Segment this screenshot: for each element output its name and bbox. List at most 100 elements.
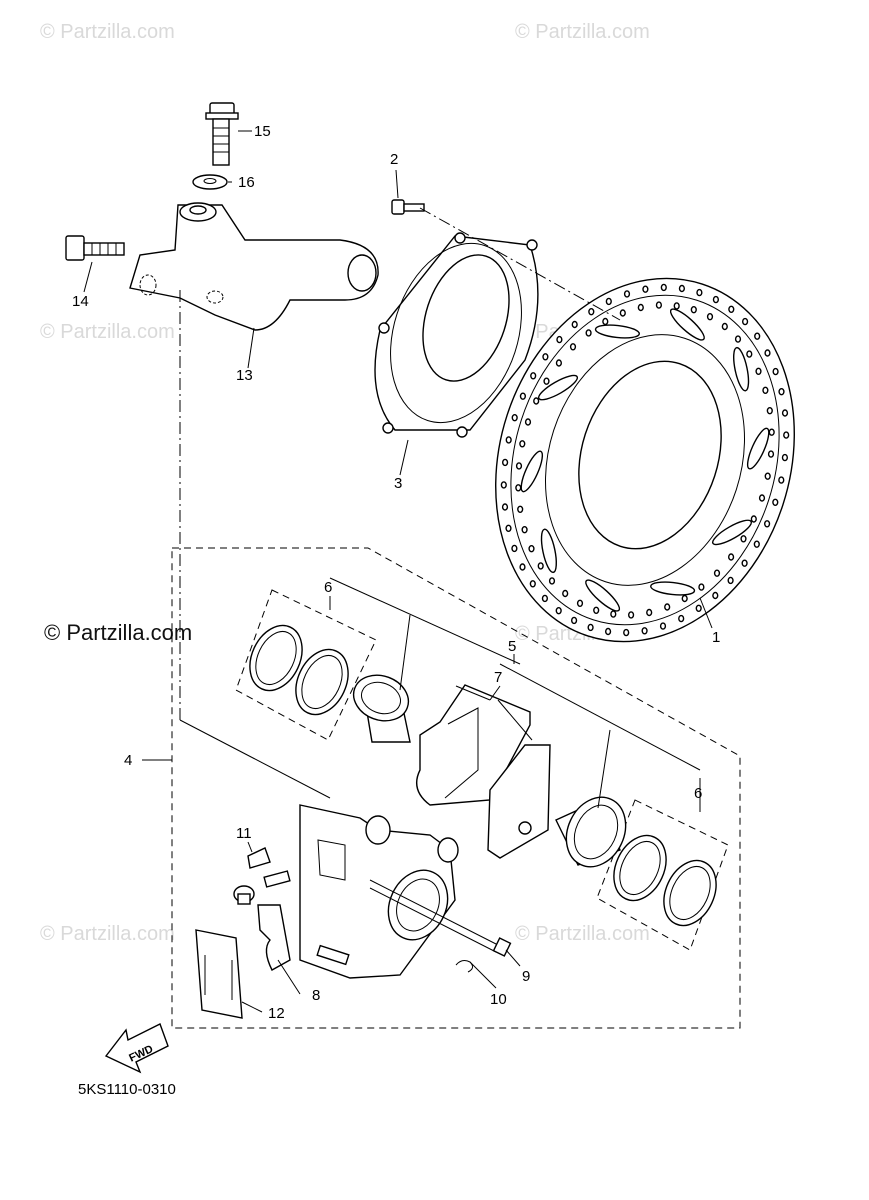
callout-3: 3 <box>394 475 402 492</box>
bleed-screw <box>233 847 291 905</box>
disc-hole <box>530 372 537 380</box>
disc-hole <box>623 290 631 298</box>
pad-pin <box>369 879 512 957</box>
disc-hole <box>542 353 549 361</box>
watermark-top-right: © Partzilla.com <box>515 21 650 43</box>
callout-9: 9 <box>522 968 530 985</box>
disc-hole <box>781 409 789 417</box>
disc-hole <box>673 302 680 310</box>
disc-hole <box>758 494 766 502</box>
pad-spring <box>257 904 291 971</box>
callout-6-lower: 6 <box>694 785 702 802</box>
disc-hole <box>627 611 635 619</box>
disc-slot <box>585 579 621 612</box>
disc-hole <box>766 407 773 415</box>
disc-hole <box>741 317 749 326</box>
disc-hole <box>500 481 507 489</box>
seal-rings-lower <box>613 834 717 927</box>
disc-hole <box>712 295 720 304</box>
disc-hole <box>588 308 595 316</box>
disc-hole <box>623 628 630 637</box>
disc-hole <box>637 303 644 312</box>
disc-slots <box>520 308 770 612</box>
disc-hole <box>764 349 771 357</box>
disc-hole <box>746 350 753 358</box>
disc-hole <box>519 440 526 448</box>
disc-hole <box>763 520 771 528</box>
washer-16 <box>192 174 228 190</box>
callout-10: 10 <box>490 991 507 1008</box>
pad-shim <box>195 929 243 1019</box>
disc-hole <box>524 418 532 426</box>
disc-hole <box>515 484 522 492</box>
caliper-bracket <box>129 202 379 331</box>
leader-lines <box>83 130 713 1013</box>
disc-hole <box>772 498 779 506</box>
disc-hole <box>664 603 671 611</box>
disc-hole <box>519 392 527 400</box>
piston-upper <box>352 674 411 743</box>
disc-hole <box>543 377 550 385</box>
disc-hole <box>659 622 667 630</box>
callout-7: 7 <box>494 669 502 686</box>
disc-hole <box>519 563 526 571</box>
disc-hole <box>501 503 509 511</box>
disc-hole <box>655 301 663 309</box>
bolt-14 <box>65 235 125 261</box>
disc-slot <box>711 519 753 546</box>
caliper-body <box>299 804 459 979</box>
disc-slot <box>650 581 696 596</box>
disc-cover <box>374 232 539 438</box>
disc-hole <box>762 386 769 394</box>
disc-hole <box>555 607 562 615</box>
disc-hole <box>556 335 563 344</box>
disc-hole <box>537 562 544 570</box>
disc-hole <box>678 614 685 623</box>
piston-lower <box>555 796 627 868</box>
callout-6-upper: 6 <box>324 579 332 596</box>
disc-drill-holes <box>500 283 790 637</box>
callout-5: 5 <box>508 638 516 655</box>
disc-hole <box>783 431 790 439</box>
callout-16: 16 <box>238 174 255 191</box>
disc-hole <box>764 472 771 480</box>
watermark-low-left: © Partzilla.com <box>40 923 175 945</box>
disc-hole <box>619 309 626 317</box>
callout-11: 11 <box>236 825 252 842</box>
disc-hole <box>712 591 719 600</box>
disc-hole <box>562 589 569 598</box>
disc-hole <box>517 505 524 513</box>
disc-hole <box>778 388 785 396</box>
disc-hole <box>587 623 594 632</box>
disc-hole <box>646 608 653 617</box>
disc-slot <box>520 450 544 493</box>
disc-hole <box>576 599 584 607</box>
disc-hole <box>741 559 748 567</box>
disc-hole <box>753 540 760 548</box>
disc-hole <box>593 606 600 614</box>
disc-hole <box>698 583 705 591</box>
disc-hole <box>533 397 540 405</box>
disc-hole <box>695 604 702 612</box>
disc-slot <box>669 308 705 341</box>
disc-slot <box>733 346 750 392</box>
disc-hole <box>548 577 556 585</box>
disc-hole <box>604 627 612 636</box>
disc-hole <box>740 535 747 543</box>
disc-hole <box>781 453 789 462</box>
callout-2: 2 <box>390 151 398 168</box>
disc-hole <box>678 284 686 293</box>
disc-hole <box>605 297 612 306</box>
disc-hole <box>569 343 577 351</box>
watermark-top-left: © Partzilla.com <box>40 21 175 43</box>
disc-hole <box>750 515 757 523</box>
disc-hole <box>515 462 523 470</box>
disc-hole <box>754 332 761 340</box>
disc-hole <box>541 594 549 603</box>
callout-1: 1 <box>712 629 720 646</box>
disc-hole <box>505 524 512 532</box>
disc-hole <box>502 458 509 467</box>
callout-4: 4 <box>124 752 132 769</box>
disc-slot <box>537 374 579 401</box>
